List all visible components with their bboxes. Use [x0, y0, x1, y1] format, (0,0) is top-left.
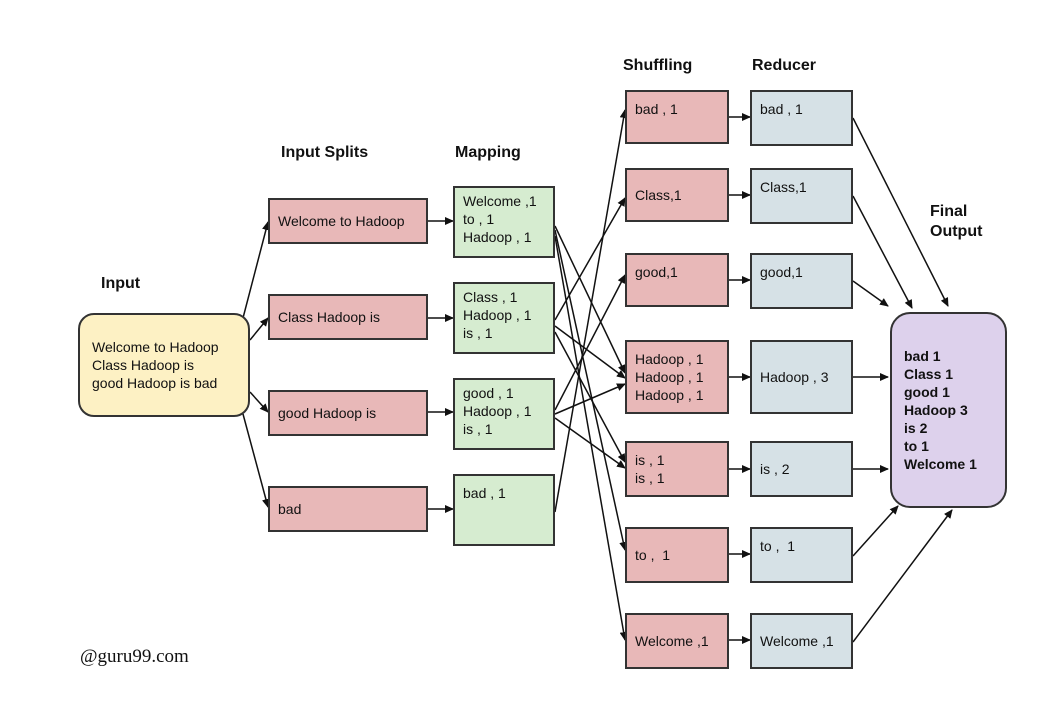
- reduce-hadoop-text: Hadoop , 3: [760, 369, 829, 385]
- arrow-map3-hadoop: [554, 383, 626, 415]
- reduce-good-text: good,1: [760, 264, 803, 280]
- shuffle-bad-line-1: bad , 1: [635, 101, 678, 117]
- split-text-1: Welcome to Hadoop: [278, 213, 405, 229]
- label-final-line-2: Output: [930, 223, 983, 240]
- shuffle-hadoop-line-2: Hadoop , 1: [635, 369, 704, 385]
- input-line-3: good Hadoop is bad: [92, 375, 218, 391]
- arrow-input-split-4: [242, 413, 270, 508]
- label-input: Input: [101, 275, 141, 292]
- split-box-2: Class Hadoop is: [268, 294, 428, 340]
- reduce-welcome-text: Welcome ,1: [760, 633, 834, 649]
- reduce-box-good: good,1: [750, 253, 853, 309]
- split-text-4: bad: [278, 501, 302, 517]
- label-final-line-1: Final: [930, 203, 968, 220]
- split-text-2: Class Hadoop is: [278, 309, 380, 325]
- output-line-6: to 1: [904, 438, 929, 454]
- map-2-line-1: Class , 1: [463, 289, 518, 305]
- map-box-3: good , 1 Hadoop , 1 is , 1: [453, 378, 555, 450]
- reduce-box-hadoop: Hadoop , 3: [750, 340, 853, 414]
- output-line-7: Welcome 1: [904, 456, 977, 472]
- output-line-3: good 1: [904, 384, 950, 400]
- arrow-reduce-out-6: [852, 505, 899, 557]
- reduce-box-welcome: Welcome ,1: [750, 613, 853, 669]
- split-box-4: bad: [268, 486, 428, 532]
- output-line-1: bad 1: [904, 348, 941, 364]
- split-box-1: Welcome to Hadoop: [268, 198, 428, 244]
- shuffle-box-hadoop: Hadoop , 1 Hadoop , 1 Hadoop , 1: [625, 340, 729, 414]
- final-output-box: bad 1 Class 1 good 1 Hadoop 3 is 2 to 1 …: [890, 312, 1007, 508]
- shuffle-box-bad: bad , 1: [625, 90, 729, 144]
- reduce-box-class: Class,1: [750, 168, 853, 224]
- arrow-reduce-out-1: [852, 117, 949, 307]
- arrow-map3-is: [554, 417, 626, 469]
- arrow-map1-hadoop: [554, 225, 626, 374]
- shuffle-box-welcome: Welcome ,1: [625, 613, 729, 669]
- label-shuffling: Shuffling: [623, 57, 693, 74]
- reduce-box-bad: bad , 1: [750, 90, 853, 146]
- map-1-line-3: Hadoop , 1: [463, 229, 532, 245]
- arrow-reduce-out-2: [852, 195, 913, 309]
- arrow-map1-to: [554, 229, 628, 551]
- input-box: Welcome to Hadoop Class Hadoop is good H…: [78, 313, 250, 417]
- map-box-4: bad , 1: [453, 474, 555, 546]
- arrow-reduce-out-3: [852, 280, 889, 307]
- shuffle-hadoop-line-1: Hadoop , 1: [635, 351, 704, 367]
- reduce-is-text: is , 2: [760, 461, 790, 477]
- map-2-line-2: Hadoop , 1: [463, 307, 532, 323]
- output-line-4: Hadoop 3: [904, 402, 968, 418]
- arrow-map1-welcome: [554, 235, 628, 641]
- map-box-1: Welcome ,1 to , 1 Hadoop , 1: [453, 186, 555, 258]
- output-line-5: is 2: [904, 420, 928, 436]
- label-input-splits: Input Splits: [281, 144, 369, 161]
- arrow-input-split-1: [242, 221, 270, 319]
- map-2-line-3: is , 1: [463, 325, 493, 341]
- label-mapping: Mapping: [455, 144, 521, 161]
- shuffle-hadoop-line-3: Hadoop , 1: [635, 387, 704, 403]
- map-box-2: Class , 1 Hadoop , 1 is , 1: [453, 282, 555, 354]
- input-line-1: Welcome to Hadoop: [92, 339, 219, 355]
- arrow-map4-bad: [554, 109, 628, 513]
- shuffle-is-line-2: is , 1: [635, 470, 665, 486]
- map-1-line-2: to , 1: [463, 211, 495, 227]
- input-line-2: Class Hadoop is: [92, 357, 194, 373]
- watermark: @guru99.com: [80, 646, 189, 667]
- split-box-3: good Hadoop is: [268, 390, 428, 436]
- shuffle-welcome-line-1: Welcome ,1: [635, 633, 709, 649]
- shuffle-box-good: good,1: [625, 253, 729, 307]
- reduce-box-to: to , 1: [750, 527, 853, 583]
- arrow-map2-hadoop: [554, 325, 626, 379]
- map-3-line-1: good , 1: [463, 385, 514, 401]
- map-3-line-3: is , 1: [463, 421, 493, 437]
- arrow-input-split-2: [249, 317, 269, 341]
- arrow-map2-is: [554, 331, 626, 463]
- map-3-line-2: Hadoop , 1: [463, 403, 532, 419]
- shuffle-class-line-1: Class,1: [635, 187, 682, 203]
- map-4-line-1: bad , 1: [463, 485, 506, 501]
- shuffle-box-to: to , 1: [625, 527, 729, 583]
- shuffle-to-line-1: to , 1: [635, 547, 671, 563]
- reduce-box-is: is , 2: [750, 441, 853, 497]
- arrow-input-split-3: [249, 391, 269, 413]
- output-line-2: Class 1: [904, 366, 954, 382]
- shuffle-good-line-1: good,1: [635, 264, 678, 280]
- split-text-3: good Hadoop is: [278, 405, 377, 421]
- reduce-class-text: Class,1: [760, 179, 807, 195]
- arrow-map3-good: [554, 274, 626, 411]
- shuffle-is-line-1: is , 1: [635, 452, 665, 468]
- arrow-reduce-out-7: [852, 509, 953, 643]
- label-final-output: Final Output: [930, 202, 982, 242]
- map-1-line-1: Welcome ,1: [463, 193, 537, 209]
- reduce-bad-text: bad , 1: [760, 101, 803, 117]
- reduce-to-text: to , 1: [760, 538, 796, 554]
- label-reducer: Reducer: [752, 57, 817, 74]
- shuffle-box-class: Class,1: [625, 168, 729, 222]
- arrow-map2-class: [554, 197, 626, 321]
- shuffle-box-is: is , 1 is , 1: [625, 441, 729, 497]
